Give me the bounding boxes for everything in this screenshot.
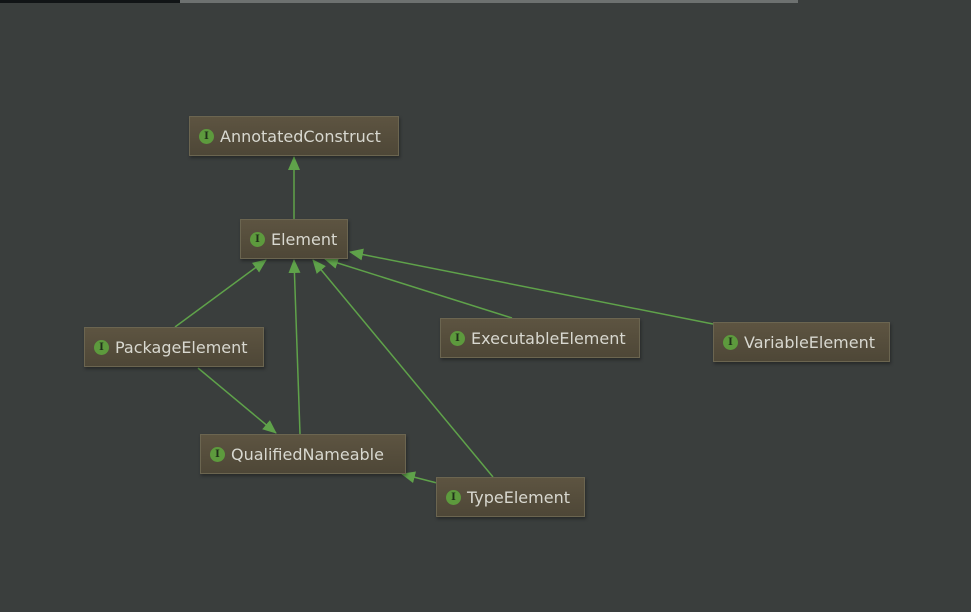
window-top-bar	[0, 0, 180, 3]
node-element[interactable]: I Element	[240, 219, 348, 259]
interface-icon: I	[210, 446, 225, 462]
interface-icon: I	[450, 330, 465, 346]
node-label: TypeElement	[467, 487, 570, 507]
edge-executable-element	[324, 257, 513, 319]
node-annotated-construct[interactable]: I AnnotatedConstruct	[189, 116, 399, 156]
node-label: AnnotatedConstruct	[220, 126, 381, 146]
node-label: VariableElement	[744, 332, 876, 352]
node-variable-element[interactable]: I VariableElement	[713, 322, 890, 362]
edge-package-qualified	[197, 367, 277, 434]
interface-icon: I	[199, 128, 214, 144]
interface-icon: I	[250, 231, 265, 247]
horizontal-scrollbar[interactable]	[180, 0, 798, 3]
node-type-element[interactable]: I TypeElement	[436, 477, 585, 517]
edge-type-element	[312, 259, 494, 478]
interface-icon: I	[723, 334, 738, 350]
node-label: QualifiedNameable	[231, 444, 384, 464]
edge-variable-element	[349, 248, 714, 325]
node-qualified-nameable[interactable]: I QualifiedNameable	[200, 434, 406, 474]
edge-package-element	[174, 259, 267, 328]
interface-icon: I	[446, 489, 461, 505]
node-label: ExecutableElement	[471, 328, 626, 348]
edge-type-qualified	[401, 471, 438, 484]
node-executable-element[interactable]: I ExecutableElement	[440, 318, 640, 358]
node-label: Element	[271, 229, 338, 249]
interface-icon: I	[94, 339, 109, 355]
edge-qualified-element	[288, 259, 301, 435]
node-package-element[interactable]: I PackageElement	[84, 327, 264, 367]
node-label: PackageElement	[115, 337, 248, 357]
